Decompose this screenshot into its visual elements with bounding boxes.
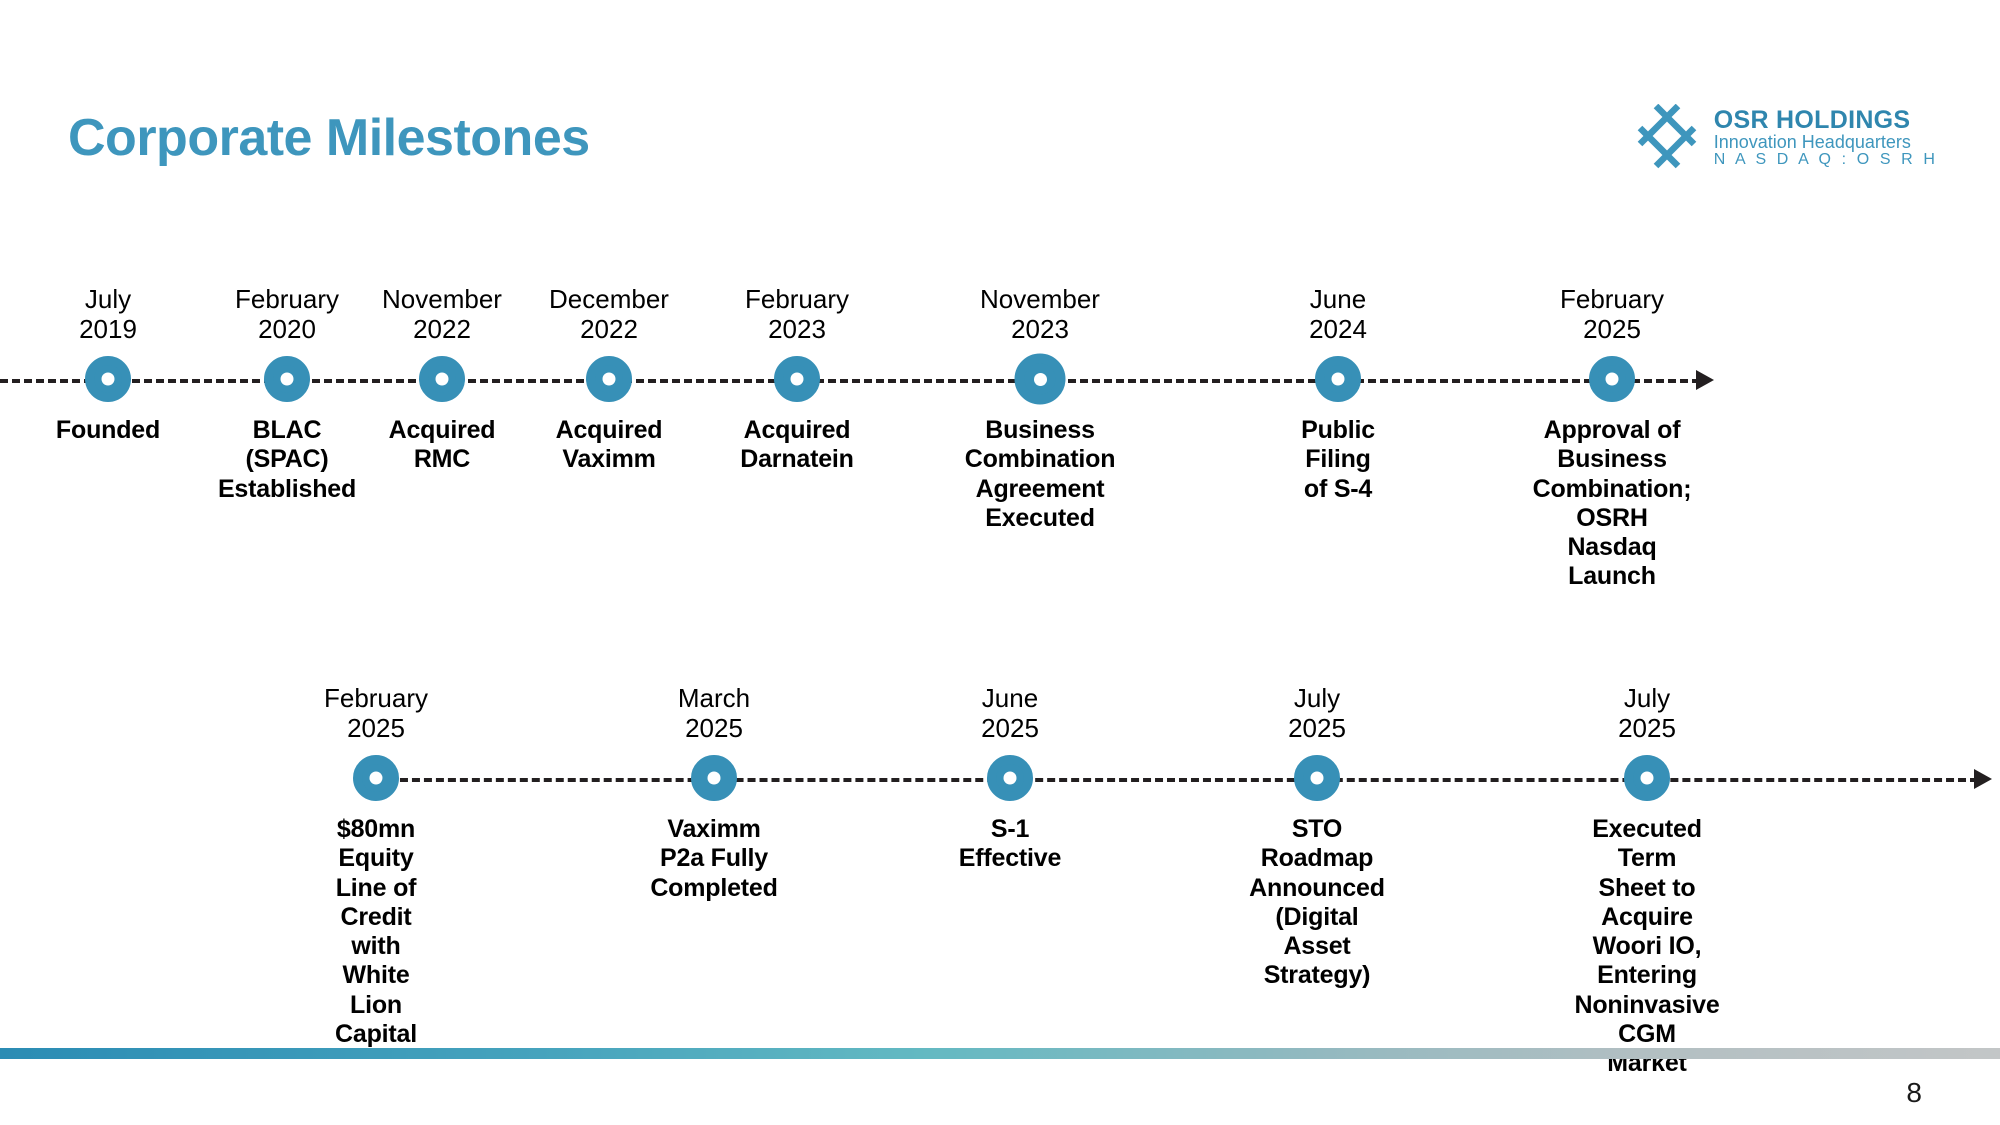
timeline-node-dot-icon[interactable] <box>1589 356 1635 402</box>
timeline-node-dot-icon[interactable] <box>1014 353 1066 405</box>
timeline-node-year: 2025 <box>347 712 405 743</box>
logo-ticker: N A S D A Q : O S R H <box>1713 150 1938 168</box>
timeline-node-dot-icon[interactable] <box>264 356 310 402</box>
timeline-node-year: 2023 <box>768 313 826 344</box>
footer-accent-bar <box>0 1048 2000 1059</box>
timeline-node-dot-icon[interactable] <box>1624 755 1670 801</box>
timeline-node-year: 2019 <box>79 313 137 344</box>
logo-tagline: Innovation Headquarters <box>1713 132 1911 153</box>
timeline-node-label: Public Filing of S-4 <box>1301 416 1375 503</box>
timeline-node-dot-icon[interactable] <box>353 755 399 801</box>
timeline-node-year: 2020 <box>258 313 316 344</box>
timeline-node-year: 2025 <box>1583 313 1641 344</box>
timeline-node-dot-icon[interactable] <box>691 755 737 801</box>
logo-company-name: OSR HOLDINGS <box>1713 105 1911 134</box>
timeline-node-dot-icon[interactable] <box>1315 356 1361 402</box>
page-number: 8 <box>1906 1077 1922 1108</box>
timeline-node-label: Founded <box>55 416 161 444</box>
timeline-arrow-1-icon <box>1696 370 1714 390</box>
timeline-node-dot-icon[interactable] <box>774 356 820 402</box>
timeline-node-year: 2025 <box>1288 712 1346 743</box>
timeline-node-label: BLAC (SPAC)Established <box>217 416 357 503</box>
company-logo: OSR HOLDINGS Innovation Headquarters N A… <box>1630 103 1938 172</box>
timeline-node-label: Acquired Darnatein <box>740 416 854 474</box>
timeline-node-dot-icon[interactable] <box>419 356 465 402</box>
timeline-node-year: 2025 <box>1618 712 1676 743</box>
timeline-node-dot-icon[interactable] <box>987 755 1033 801</box>
page-title: Corporate Milestones <box>68 109 590 167</box>
timeline-axis-1 <box>0 379 1700 383</box>
logo-text: OSR HOLDINGS Innovation Headquarters N A… <box>1713 105 1938 168</box>
timeline-node-year: 2024 <box>1309 313 1367 344</box>
timeline-node-year: 2022 <box>580 313 638 344</box>
timeline-node-year: 2025 <box>981 712 1039 743</box>
timeline-node-year: 2023 <box>1011 313 1069 344</box>
timeline-axis-2 <box>376 778 1978 782</box>
osr-diamond-mark-icon <box>1630 103 1704 172</box>
timeline-arrow-2-icon <box>1974 769 1992 789</box>
timeline-node-year: 2022 <box>413 313 471 344</box>
timeline-node-dot-icon[interactable] <box>1294 755 1340 801</box>
timeline-node-dot-icon[interactable] <box>586 356 632 402</box>
timeline-node-label: S-1 Effective <box>958 815 1062 873</box>
timeline-node-year: 2025 <box>685 712 743 743</box>
timeline-node-dot-icon[interactable] <box>85 356 131 402</box>
